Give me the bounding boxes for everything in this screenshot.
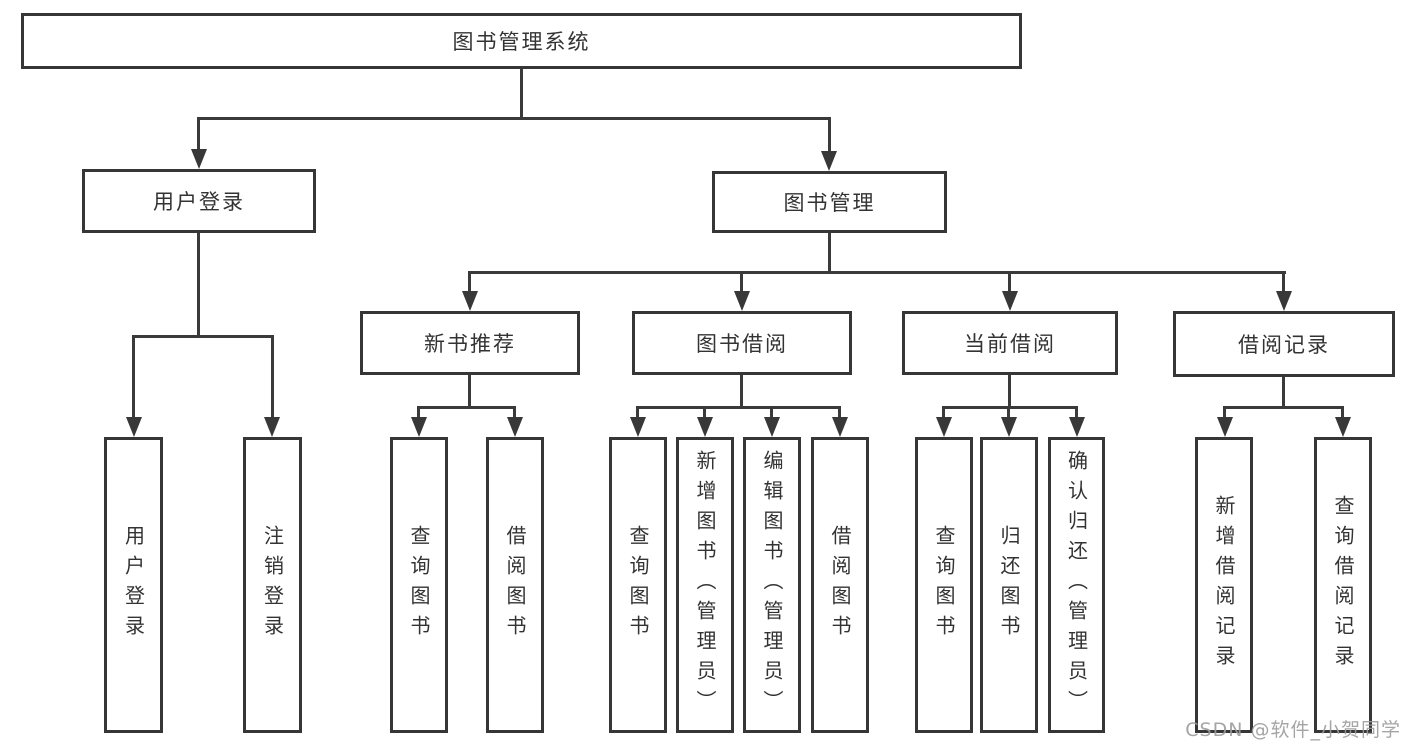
arrow-book-management bbox=[821, 151, 837, 171]
connector-drop-user-login bbox=[197, 117, 200, 152]
connector-drop-current-borrow bbox=[1008, 271, 1011, 293]
connector-book-borrow-stem bbox=[740, 375, 743, 409]
arrow-c2 bbox=[697, 417, 713, 437]
node-leaf-edit-books-admin-label: 编辑图书（管理员） bbox=[760, 450, 784, 720]
node-leaf-add-books-admin: 新增图书（管理员） bbox=[676, 437, 734, 733]
connector-drop-c4 bbox=[838, 406, 841, 420]
connector-drop-d1 bbox=[942, 406, 945, 420]
arrow-c3 bbox=[764, 417, 780, 437]
connector-drop-d2 bbox=[1007, 406, 1010, 420]
node-leaf-borrow-books: 借阅图书 bbox=[811, 437, 869, 733]
connector-book-management-stem bbox=[828, 233, 831, 273]
node-leaf-user-login-label: 用户登录 bbox=[121, 525, 146, 645]
node-borrow-records: 借阅记录 bbox=[1173, 311, 1395, 377]
connector-drop-b1 bbox=[417, 406, 420, 420]
node-book-borrow: 图书借阅 bbox=[632, 311, 852, 375]
node-root-label: 图书管理系统 bbox=[452, 30, 591, 54]
connector-drop-c1 bbox=[636, 406, 639, 420]
node-leaf-confirm-return-admin-label: 确认归还（管理员） bbox=[1064, 450, 1089, 720]
connector-level3-bus bbox=[468, 271, 1286, 274]
node-leaf-add-borrow-record: 新增借阅记录 bbox=[1195, 437, 1253, 733]
arrow-book-borrow bbox=[734, 291, 750, 311]
node-leaf-return-books: 归还图书 bbox=[980, 437, 1038, 733]
connector-drop-leaf-logout bbox=[271, 335, 274, 420]
arrow-current-borrow bbox=[1002, 291, 1018, 311]
node-leaf-confirm-return-admin: 确认归还（管理员） bbox=[1048, 437, 1105, 733]
connector-drop-c3 bbox=[770, 406, 773, 420]
connector-borrow-records-stem bbox=[1282, 377, 1285, 409]
arrow-c1 bbox=[630, 417, 646, 437]
connector-drop-d3 bbox=[1075, 406, 1078, 420]
node-leaf-return-books-label: 归还图书 bbox=[997, 525, 1021, 645]
node-root: 图书管理系统 bbox=[21, 13, 1022, 69]
csdn-watermark: CSDN @软件_小贺同学 bbox=[1185, 719, 1401, 741]
arrow-borrow-records bbox=[1276, 291, 1292, 311]
connector-current-borrow-stem bbox=[1008, 375, 1011, 409]
node-leaf-add-borrow-record-label: 新增借阅记录 bbox=[1212, 495, 1236, 675]
arrow-d2 bbox=[1001, 417, 1017, 437]
node-leaf-logout-label: 注销登录 bbox=[260, 525, 285, 645]
arrow-b1 bbox=[411, 417, 427, 437]
node-user-login: 用户登录 bbox=[82, 169, 316, 233]
connector-drop-c2 bbox=[703, 406, 706, 420]
connector-root-stem bbox=[520, 69, 523, 119]
connector-level2-bus bbox=[197, 117, 831, 120]
connector-current-borrow-bus bbox=[942, 406, 1078, 409]
connector-drop-e2 bbox=[1341, 406, 1344, 420]
arrow-leaf-user-login bbox=[126, 417, 142, 437]
arrow-user-login bbox=[191, 149, 207, 169]
node-leaf-query-books-current-label: 查询图书 bbox=[932, 525, 956, 645]
connector-drop-new-book bbox=[468, 271, 471, 293]
node-current-borrow: 当前借阅 bbox=[902, 311, 1118, 375]
node-leaf-query-books-recommend: 查询图书 bbox=[390, 437, 448, 733]
arrow-leaf-logout bbox=[264, 417, 280, 437]
node-book-borrow-label: 图书借阅 bbox=[696, 332, 788, 356]
connector-drop-borrow-records bbox=[1282, 271, 1285, 293]
arrow-e2 bbox=[1335, 417, 1351, 437]
arrow-d1 bbox=[936, 417, 952, 437]
node-leaf-add-books-admin-label: 新增图书（管理员） bbox=[693, 450, 717, 720]
node-book-management: 图书管理 bbox=[712, 171, 947, 233]
connector-drop-b2 bbox=[513, 406, 516, 420]
arrow-e1 bbox=[1217, 417, 1233, 437]
node-leaf-query-books-borrow-label: 查询图书 bbox=[626, 525, 650, 645]
node-leaf-query-books-recommend-label: 查询图书 bbox=[407, 525, 431, 645]
node-leaf-query-borrow-record-label: 查询借阅记录 bbox=[1331, 495, 1355, 675]
node-user-login-label: 用户登录 bbox=[153, 190, 245, 214]
connector-new-book-stem bbox=[468, 375, 471, 409]
node-current-borrow-label: 当前借阅 bbox=[964, 332, 1056, 356]
node-leaf-logout: 注销登录 bbox=[243, 437, 302, 733]
connector-new-book-bus bbox=[417, 406, 516, 409]
node-leaf-borrow-books-label: 借阅图书 bbox=[828, 525, 852, 645]
arrow-c4 bbox=[832, 417, 848, 437]
arrow-d3 bbox=[1069, 417, 1085, 437]
node-leaf-borrow-books-recommend-label: 借阅图书 bbox=[503, 525, 527, 645]
node-leaf-edit-books-admin: 编辑图书（管理员） bbox=[743, 437, 801, 733]
node-leaf-query-books-borrow: 查询图书 bbox=[609, 437, 667, 733]
connector-drop-book-borrow bbox=[740, 271, 743, 293]
arrow-new-book bbox=[462, 291, 478, 311]
arrow-b2 bbox=[507, 417, 523, 437]
connector-user-login-stem bbox=[197, 233, 200, 337]
connector-borrow-records-bus bbox=[1223, 406, 1344, 409]
node-book-management-label: 图书管理 bbox=[783, 191, 876, 215]
connector-drop-book-management bbox=[828, 117, 831, 154]
connector-user-login-bus bbox=[132, 335, 274, 338]
node-borrow-records-label: 借阅记录 bbox=[1238, 333, 1330, 357]
node-new-book-recommend-label: 新书推荐 bbox=[424, 332, 516, 356]
connector-drop-leaf-user-login bbox=[132, 335, 135, 420]
node-leaf-user-login: 用户登录 bbox=[104, 437, 163, 733]
connector-drop-e1 bbox=[1223, 406, 1226, 420]
connector-book-borrow-bus bbox=[636, 406, 841, 409]
node-leaf-borrow-books-recommend: 借阅图书 bbox=[486, 437, 544, 733]
node-leaf-query-borrow-record: 查询借阅记录 bbox=[1314, 437, 1372, 733]
node-new-book-recommend: 新书推荐 bbox=[360, 311, 580, 375]
node-leaf-query-books-current: 查询图书 bbox=[915, 437, 973, 733]
